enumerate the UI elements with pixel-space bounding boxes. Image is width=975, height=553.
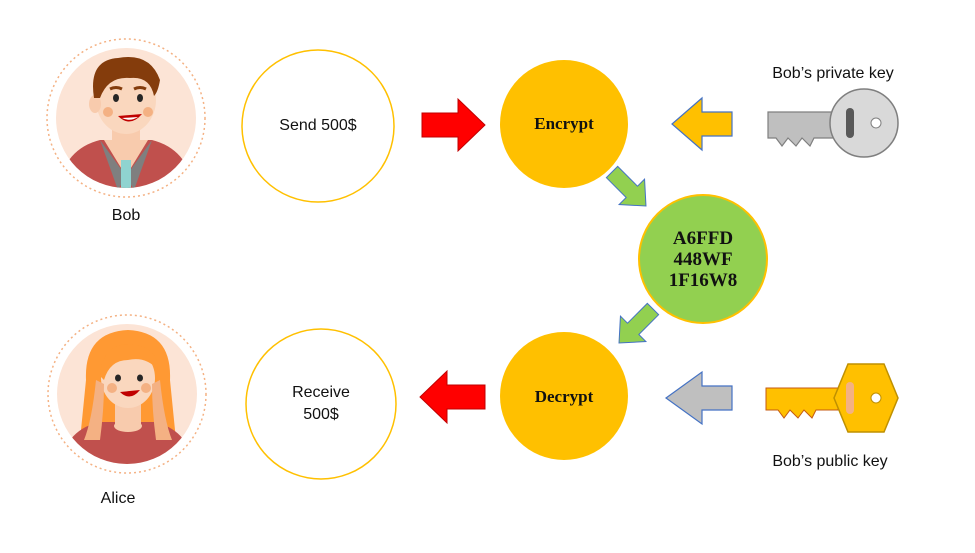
decrypt-circle [500,332,628,460]
ciphertext-label: A6FFD 448WF 1F16W8 [668,227,738,291]
private-key-arrow [671,96,733,152]
encrypt-to-cipher-arrow [605,165,647,207]
bob-label: Bob [111,207,141,224]
cipher-to-decrypt-arrow [618,302,660,344]
decrypt-label: Decrypt [534,387,594,406]
send-message-text: Send 500$ [279,117,357,134]
receive-message-text: Receive 500$ [292,384,350,423]
encrypt-circle [500,60,628,188]
bob-avatar [46,38,206,198]
encrypt-label: Encrypt [534,114,594,133]
private-key-icon [767,88,899,158]
public-key-icon [765,363,899,433]
public-key-arrow [664,370,733,426]
send-message-circle [241,49,395,203]
public-key-label: Bob’s public key [772,453,888,470]
alice-avatar [47,314,207,474]
ciphertext-circle [638,194,768,324]
send-to-encrypt-arrow [421,97,486,153]
private-key-label: Bob’s private key [772,65,894,82]
decrypt-to-receive-arrow [419,369,486,425]
receive-message-circle [245,328,397,480]
alice-label: Alice [100,490,136,507]
